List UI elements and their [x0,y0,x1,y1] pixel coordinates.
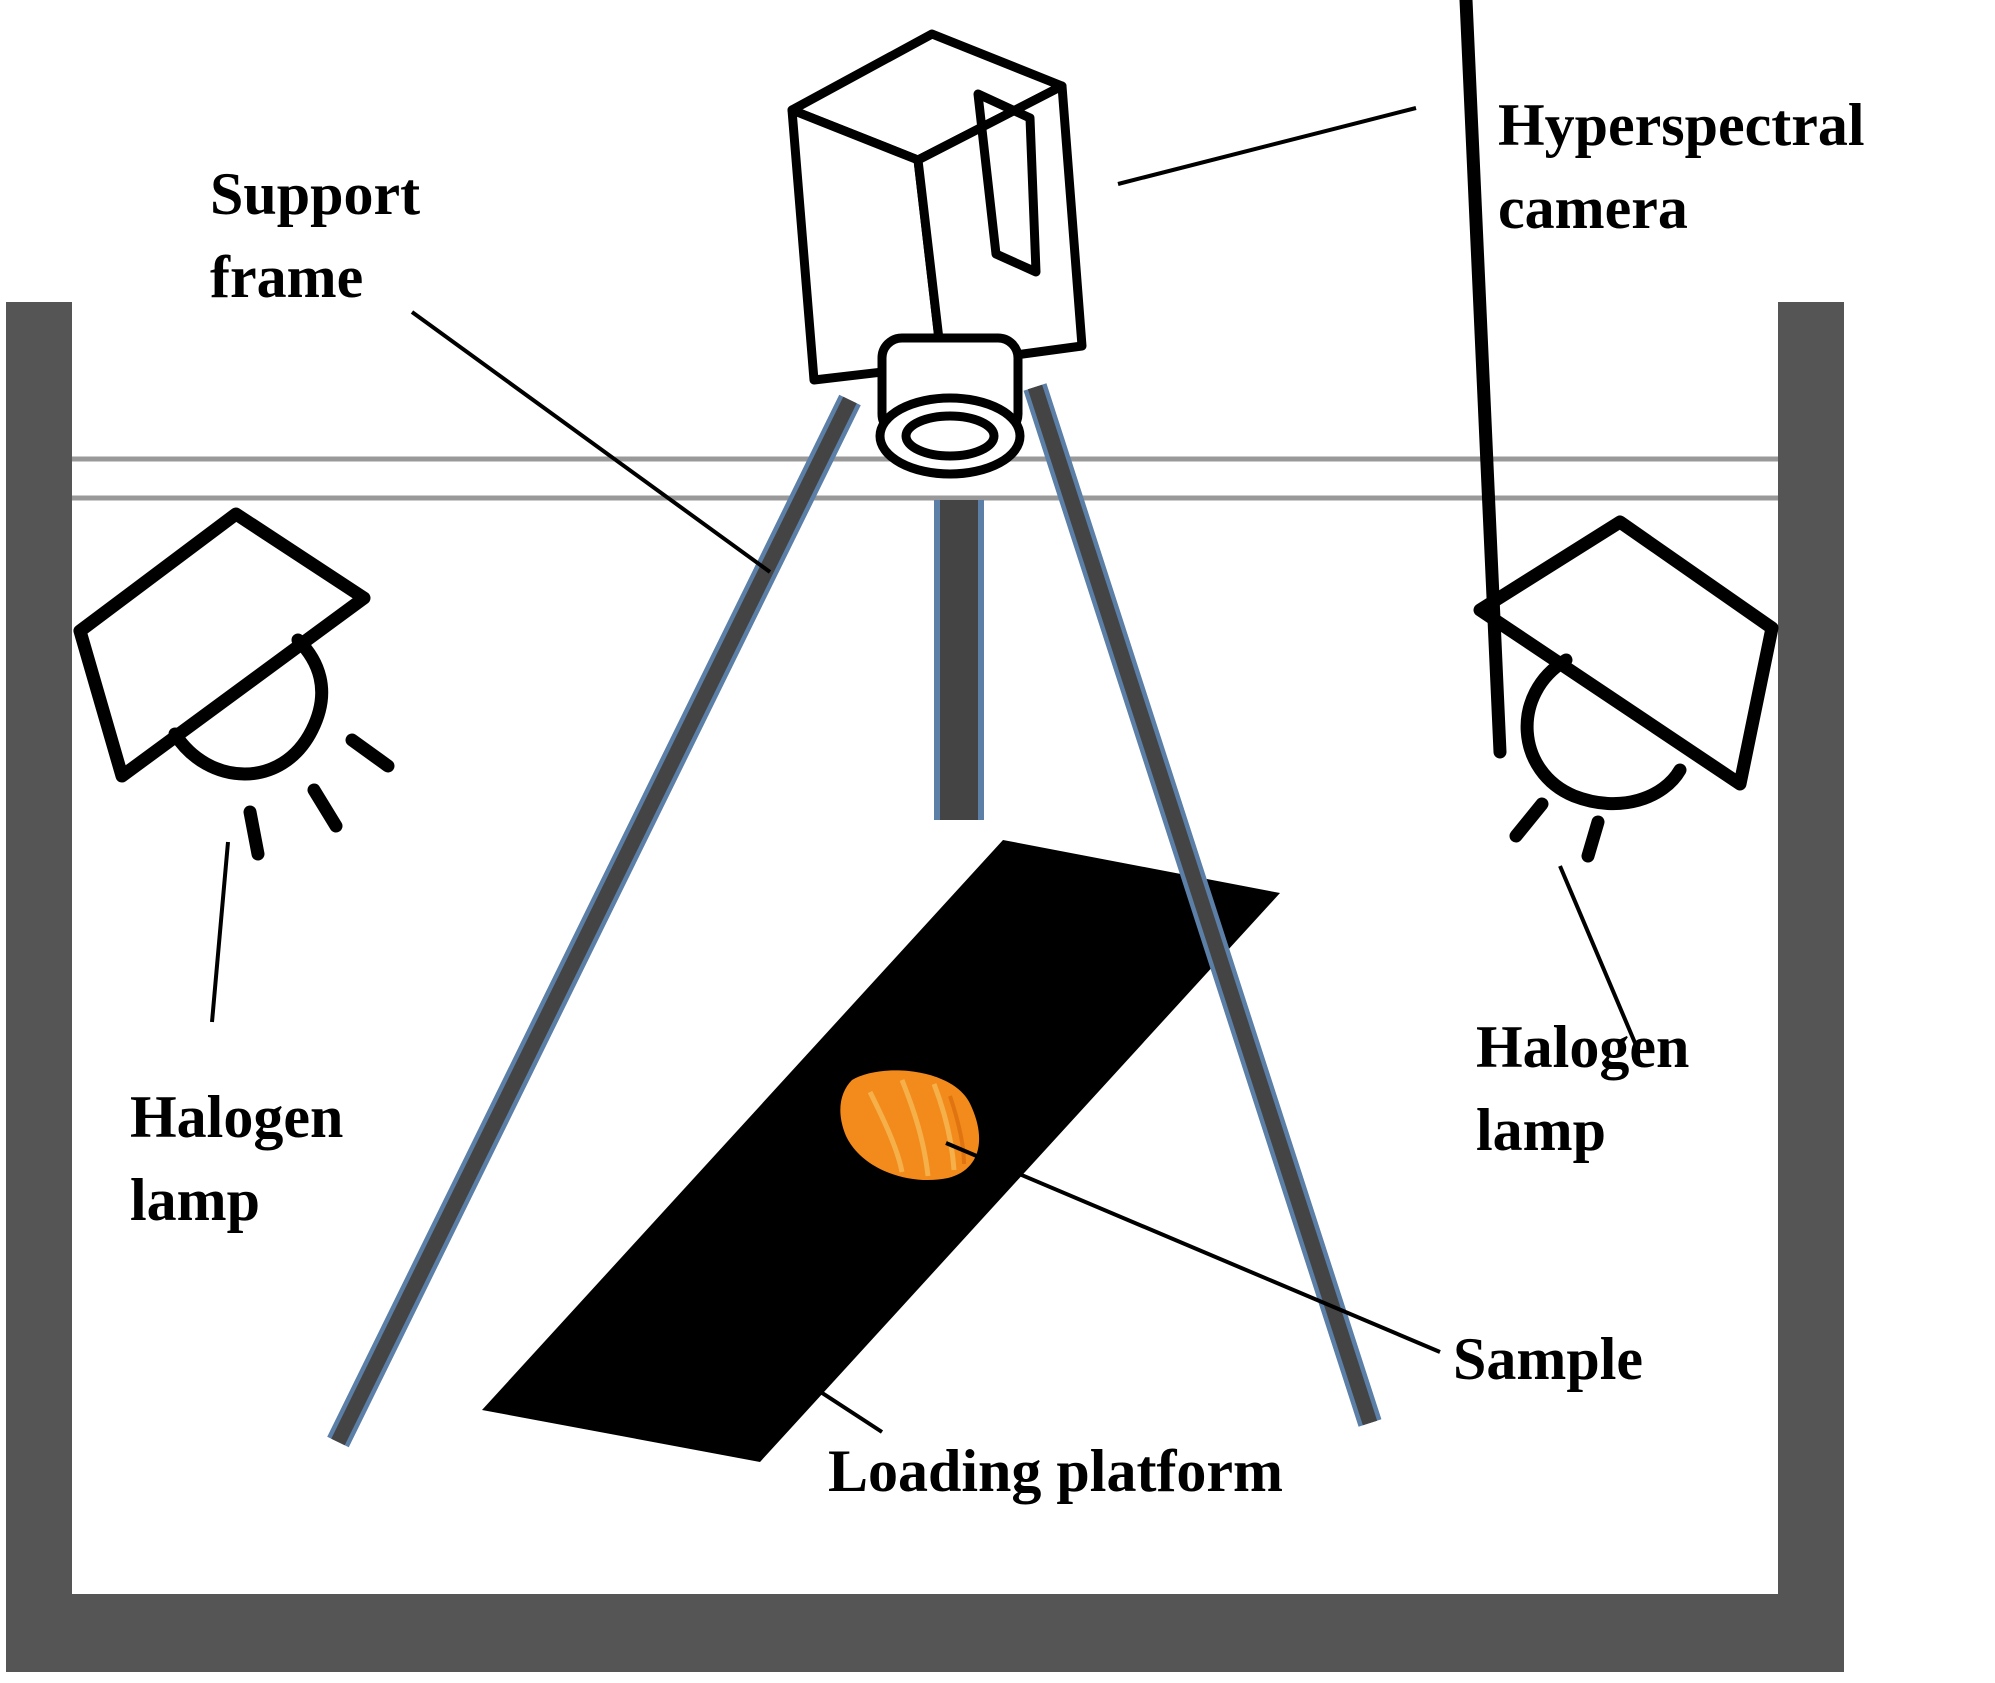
label-halogen-lamp-left: Halogen lamp [130,1076,343,1242]
label-line: camera [1498,174,1688,241]
leader-camera [1117,106,1417,186]
label-line: Halogen [1476,1014,1690,1080]
label-line: lamp [130,1166,261,1233]
label-hyperspectral-camera: Hyperspectral camera [1498,84,1865,250]
support-frame [327,383,1382,1448]
leader-lamp-left [210,841,230,1023]
label-sample: Sample [1453,1318,1643,1401]
enclosure-floor [6,1594,1844,1672]
label-line: lamp [1476,1096,1607,1163]
label-loading-platform: Loading platform [828,1430,1283,1513]
enclosure-right-wall [1778,302,1844,1594]
label-line: Support [210,161,421,227]
sample-icon [840,1070,980,1181]
hyperspectral-camera-icon [787,29,1087,479]
leader-frame [410,310,772,574]
label-support-frame: Support frame [210,153,420,319]
label-line: Sample [1453,1326,1644,1392]
enclosure [6,302,1844,1672]
halogen-lamp-icon [73,507,395,861]
leader-lamp-right [1558,865,1640,1051]
label-line: Loading platform [828,1438,1284,1504]
label-halogen-lamp-right: Halogen lamp [1476,1006,1689,1172]
label-line: Halogen [130,1084,344,1150]
enclosure-left-wall [6,302,72,1594]
leader-lines [210,106,1640,1434]
leader-platform [788,1370,884,1434]
halogen-lamp-icon [1459,0,1779,863]
label-line: Hyperspectral [1498,92,1865,158]
leader-sample [945,1141,1441,1354]
label-line: frame [210,243,364,310]
